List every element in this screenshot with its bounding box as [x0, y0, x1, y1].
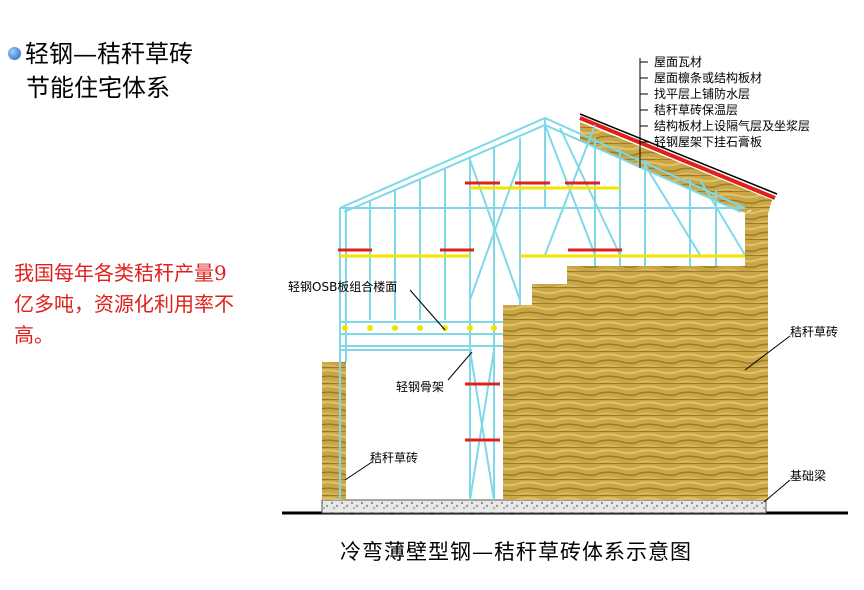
diagram-caption: 冷弯薄壁型钢—秸秆草砖体系示意图 [340, 540, 692, 564]
roof-layer-label: 结构板材上设隔气层及坐浆层 [654, 118, 810, 133]
roof-layer-label: 找平层上铺防水层 [654, 86, 750, 101]
page-title: 轻钢—秸秆草砖 节能住宅体系 [8, 38, 193, 105]
straw-left-label: 秸秆草砖 [370, 450, 418, 465]
roof-layer-label: 秸秆草砖保温层 [654, 102, 738, 117]
straw-wall-left [322, 362, 346, 500]
floor-label: 轻钢OSB板组合楼面 [288, 279, 397, 294]
floor-joists [342, 325, 497, 331]
roof-straw-insulation [580, 122, 772, 214]
red-connectors [338, 181, 622, 442]
bullet-icon [8, 47, 21, 60]
title-line-1: 轻钢—秸秆草砖 [25, 40, 193, 68]
straw-wall-main [503, 205, 768, 500]
foundation-label: 基础梁 [790, 468, 826, 483]
roof-tile-line [579, 116, 776, 200]
roof-layer-label: 屋面瓦材 [654, 55, 702, 69]
roof-layer-label: 轻钢屋架下挂石膏板 [654, 134, 762, 149]
straw-fact-note: 我国每年各类秸秆产量9亿多吨，资源化利用率不高。 [14, 261, 234, 347]
straw-right-label: 秸秆草砖 [790, 324, 838, 339]
frame-label: 轻钢骨架 [396, 380, 444, 394]
yellow-beams [340, 186, 745, 258]
roof-layer-label: 屋面檩条或结构板材 [654, 70, 762, 85]
foundation-beam [321, 499, 767, 514]
roof-layer-leaders [344, 58, 791, 503]
title-line-2: 节能住宅体系 [26, 73, 170, 102]
steel-frame [339, 116, 746, 501]
